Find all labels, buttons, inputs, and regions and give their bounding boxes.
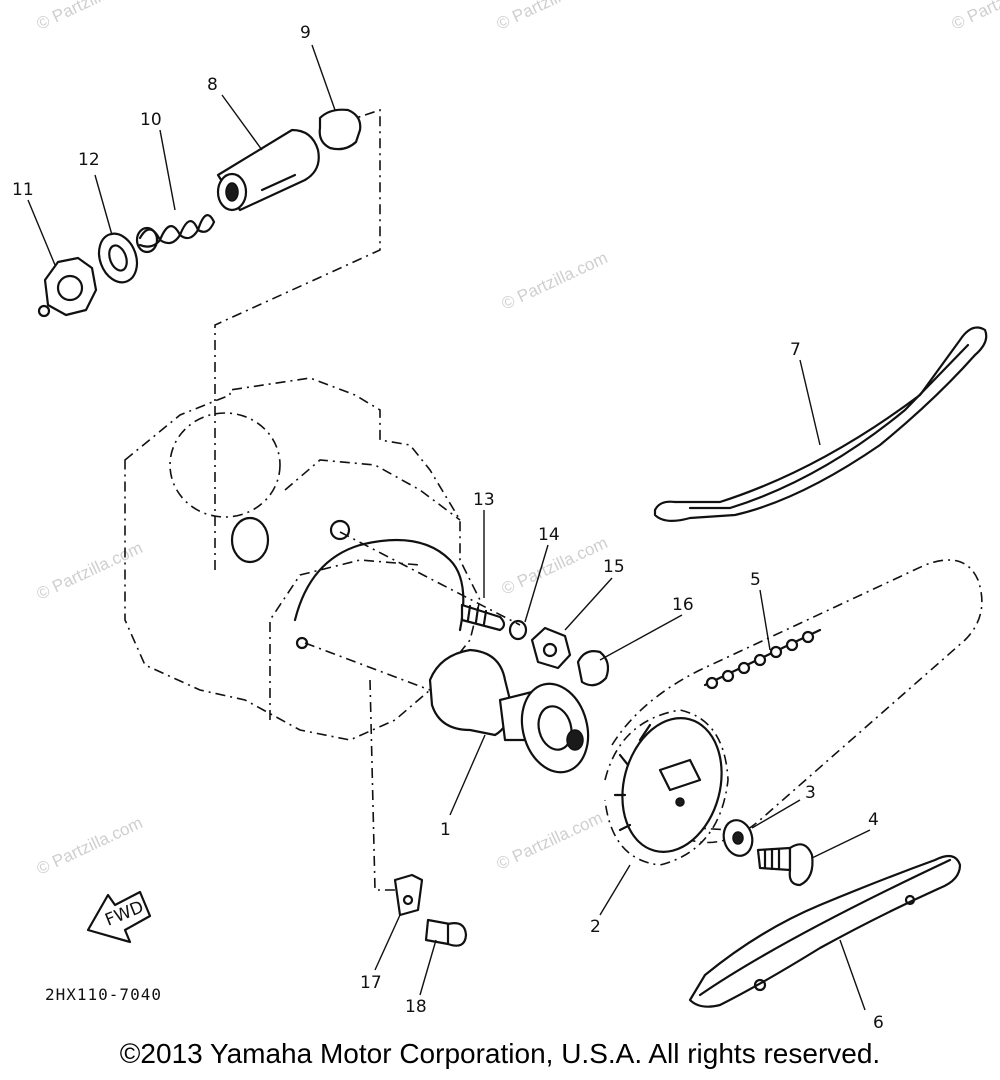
- callout-11: 11: [12, 180, 34, 200]
- part-5-cam-chain: [703, 628, 822, 690]
- watermark: © Partzilla.com: [34, 0, 146, 34]
- part-3-washer: [722, 819, 754, 857]
- assembly-guide-lines: [214, 108, 731, 891]
- copyright-notice: ©2013 Yamaha Motor Corporation, U.S.A. A…: [119, 1038, 881, 1069]
- callout-16: 16: [672, 595, 694, 615]
- watermark: © Partzilla.com: [499, 248, 611, 314]
- part-13-dowel-pin: [460, 603, 506, 632]
- callout-1: 1: [440, 820, 451, 840]
- part-11-cap-bolt: [37, 256, 98, 318]
- part-4-bolt: [756, 843, 814, 887]
- part-14-circlip: [508, 619, 528, 641]
- callout-6: 6: [873, 1013, 884, 1033]
- forward-direction-arrow: FWD: [86, 890, 152, 944]
- watermark: © Partzilla.com: [494, 0, 606, 34]
- callout-15: 15: [603, 557, 625, 577]
- part-8-tensioner-body: [216, 128, 320, 212]
- part-7-chain-guide: [653, 326, 988, 522]
- callout-4: 4: [868, 810, 879, 830]
- part-15-nut: [530, 626, 572, 670]
- callout-7: 7: [790, 340, 801, 360]
- cylinder-head-outline: [124, 377, 481, 741]
- watermark: © Partzilla.com: [34, 813, 146, 879]
- watermark: © Partzilla.com: [494, 808, 606, 874]
- part-6-chain-guide: [688, 854, 962, 1008]
- part-1-camshaft: [428, 648, 590, 774]
- callout-3: 3: [805, 783, 816, 803]
- part-18-bolt: [424, 918, 468, 947]
- callout-18: 18: [405, 997, 427, 1017]
- callout-leaders: [27, 44, 871, 1011]
- callout-9: 9: [300, 23, 311, 43]
- callout-14: 14: [538, 525, 560, 545]
- drawing-code: 2HX110-7040: [45, 985, 162, 1004]
- callout-13: 13: [473, 490, 495, 510]
- callout-10: 10: [140, 110, 162, 130]
- callout-8: 8: [207, 75, 218, 95]
- watermark: © Partzilla.com: [949, 0, 1000, 34]
- camshaft-bore: [230, 516, 465, 650]
- callout-2: 2: [590, 917, 601, 937]
- part-12-gasket: [97, 232, 139, 284]
- part-16-cap: [576, 650, 610, 687]
- part-2-cam-sprocket: [604, 709, 729, 866]
- part-10-spring: [135, 214, 216, 254]
- part-17-bracket: [393, 873, 424, 917]
- callout-5: 5: [750, 570, 761, 590]
- callout-12: 12: [78, 150, 100, 170]
- callout-17: 17: [360, 973, 382, 993]
- part-9-cap: [318, 108, 362, 151]
- watermark: © Partzilla.com: [34, 538, 146, 604]
- callout-labels: 9 8 10 12 11 7 5 13 14 15 16 1 2 3 4 6 1…: [12, 23, 884, 1033]
- timing-chain-loop: [611, 559, 983, 844]
